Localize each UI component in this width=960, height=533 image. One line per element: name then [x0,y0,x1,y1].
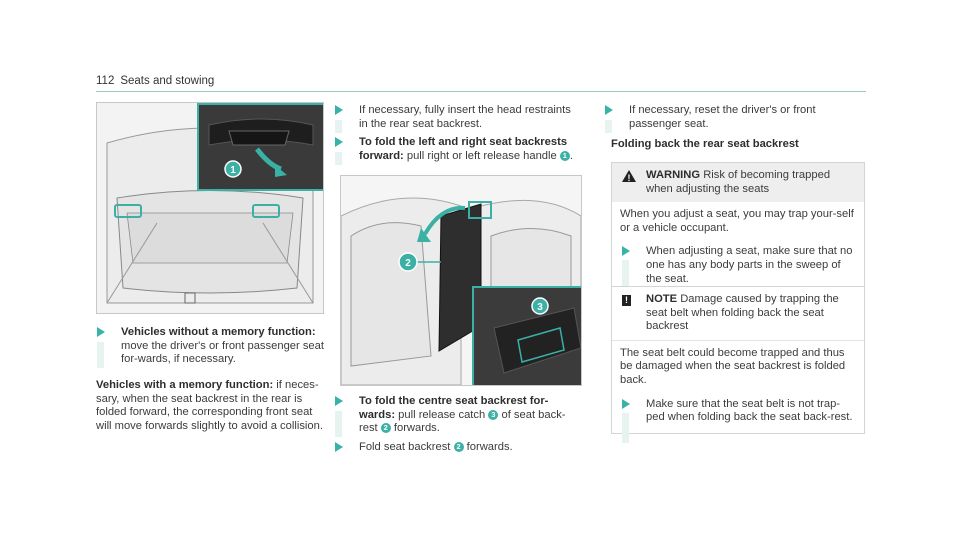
step-text: Fold seat backrest [359,441,451,453]
rear-seat-illustration: 2 3 [340,175,582,386]
callout-badge: 2 [453,442,464,452]
step-reset-seat: If necessary, reset the driver's or fron… [605,104,855,133]
step-text: pull right or left release handle [406,149,557,162]
step-bar [335,152,342,165]
callout-badge: 3 [488,409,499,420]
warning-text: When you adjust a seat, you may trap you… [620,208,854,234]
step-no-memory: Vehicles without a memory function: move… [97,326,331,368]
paragraph-text: if neces-sary, when the seat backrest in… [96,379,323,432]
page-number: 112 [96,75,115,87]
step-bar [335,120,342,133]
warning-step: When adjusting a seat, make sure that no… [622,245,856,291]
step-arrow-icon [335,442,343,452]
step-bar [605,120,612,133]
callout-badge: 2 [380,423,391,434]
step-bar [622,260,629,291]
step-text: forwards. [393,422,440,435]
step-arrow-icon [335,396,343,406]
section-heading: Folding back the rear seat backrest [611,138,799,150]
step-arrow-icon [97,327,105,337]
warning-label: WARNING [646,169,701,181]
step-title: To fold the left and right seat backrest… [359,136,568,162]
note-label: NOTE [646,293,678,305]
step-title: Vehicles without a memory function: [121,326,316,338]
step-arrow-icon [335,105,343,115]
warning-step-text: When adjusting a seat, make sure that no… [646,245,853,285]
note-text: The seat belt could become trapped and t… [620,346,846,386]
warning-title: Risk of becoming trapped when adjusting … [646,169,831,195]
note-step-text: Make sure that the seat belt is not trap… [646,397,853,424]
warning-header: ! WARNING Risk of becoming trapped when … [612,163,864,203]
step-arrow-icon [605,105,613,115]
catch-detail-inset: 3 [472,286,581,385]
callout-2: 2 [405,258,411,269]
note-box: ! NOTE Damage caused by trapping the sea… [611,286,865,443]
warning-box: ! WARNING Risk of becoming trapped when … [611,162,865,296]
release-catch-detail: 3 [474,288,581,385]
note-step: Make sure that the seat belt is not trap… [622,397,856,443]
step-bar [97,342,104,368]
step-arrow-icon [622,246,630,257]
step-text: move the driver's or front passenger sea… [121,339,324,366]
note-header: ! NOTE Damage caused by trapping the sea… [612,287,864,340]
step-title: To fold the centre seat backrest for-war… [359,395,549,421]
detail-inset: 1 [197,103,323,191]
page-header: 112 Seats and stowing [96,75,214,87]
memory-paragraph: Vehicles with a memory function: if nece… [96,379,330,433]
callout-3: 3 [537,302,543,313]
release-handle-detail: 1 [199,105,323,189]
step-arrow-icon [622,398,630,409]
callout-badge: 1 [559,150,570,161]
warning-triangle-icon [622,170,636,182]
step-fold-sides: To fold the left and right seat backrest… [335,136,581,165]
warning-body: When you adjust a seat, you may trap you… [612,202,864,294]
step-text: of seat back-rest [359,408,566,435]
note-body: The seat belt could become trapped and t… [612,339,864,443]
header-divider [96,91,866,92]
step-text: If necessary, reset the driver's or fron… [629,104,816,130]
step-text: If necessary, fully insert the head rest… [359,104,571,130]
note-title: Damage caused by trapping the seat belt … [646,293,839,333]
trunk-illustration: 1 [96,102,324,314]
paragraph-title: Vehicles with a memory function: [96,379,274,391]
step-arrow-icon [335,137,343,147]
note-exclamation-icon: ! [622,295,631,306]
step-bar [335,411,342,437]
exclamation-icon: ! [627,173,631,183]
step-text: forwards. [466,441,513,453]
section-title: Seats and stowing [120,75,215,87]
step-head-restraints: If necessary, fully insert the head rest… [335,104,581,133]
step-text: pull release catch [398,408,486,421]
step-bar [622,412,629,443]
step-fold-backrest: Fold seat backrest 2 forwards. [335,441,581,455]
step-fold-centre: To fold the centre seat backrest for-war… [335,395,581,437]
callout-1: 1 [230,165,236,176]
